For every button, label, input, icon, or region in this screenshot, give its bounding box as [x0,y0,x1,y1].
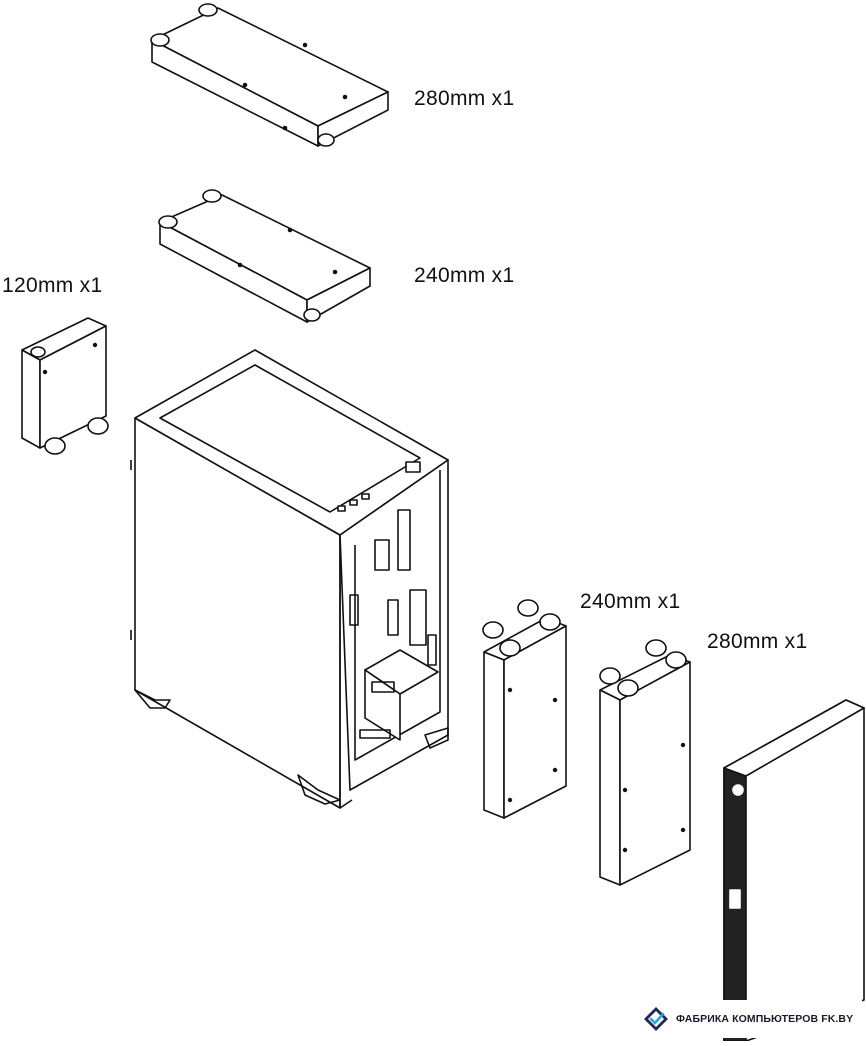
label-240mm-top: 240mm x1 [414,264,515,287]
radiator-240-top [158,189,371,323]
radiator-120-left [21,317,109,455]
radiator-280-front [599,639,691,886]
label-280mm-front: 280mm x1 [707,630,808,653]
front-panel [723,699,865,1042]
label-120mm-left: 120mm x1 [2,274,103,297]
pc-case [130,349,449,809]
watermark: ФАБРИКА КОМПЬЮТЕРОВ FK.BY [634,1000,862,1038]
radiator-280-top [150,3,389,147]
watermark-text: ФАБРИКА КОМПЬЮТЕРОВ FK.BY [676,1013,854,1025]
radiator-240-front [482,599,567,819]
diamond-check-logo-icon [644,1007,668,1031]
label-240mm-front: 240mm x1 [580,590,681,613]
label-280mm-top: 280mm x1 [414,87,515,110]
